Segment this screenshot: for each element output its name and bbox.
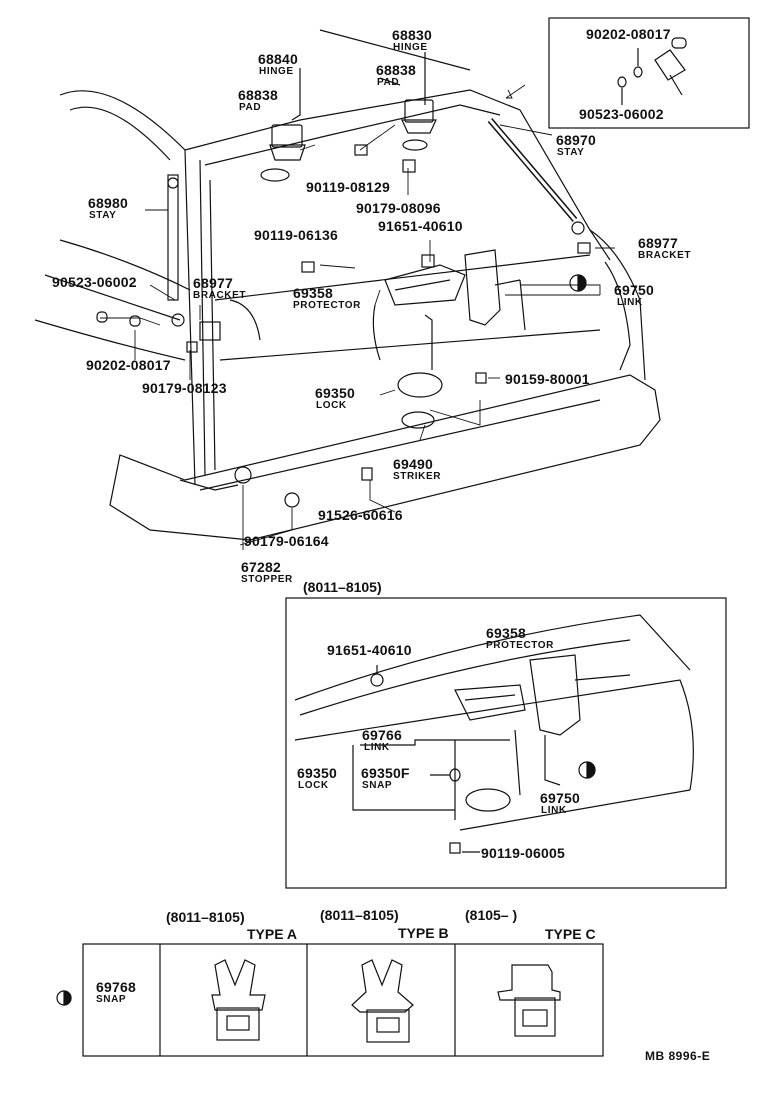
snap-type-b-range: (8011–8105) [320, 907, 399, 923]
snap-type-a-range: (8011–8105) [166, 909, 245, 925]
label-stay-l-name: STAY [89, 210, 117, 221]
label-stopper-number: 67282 [241, 559, 281, 575]
label-hinge-r-number: 68830 [392, 27, 432, 43]
label-hinge-l-name: HINGE [259, 66, 294, 77]
label-bracket-r-number: 68977 [638, 235, 678, 251]
label-detail-link-b-number: 69750 [540, 790, 580, 806]
label-bracket-r-name: BRACKET [638, 250, 692, 261]
label-bracket-l-name: BRACKET [193, 290, 247, 301]
label-detail-link-b-name: LINK [541, 805, 567, 816]
leader-lines-main [100, 84, 615, 550]
label-detail-link-a-number: 69766 [362, 727, 402, 743]
label-link-name: LINK [617, 297, 643, 308]
snap-part-number: 69768 [96, 979, 136, 995]
hinge-parts [260, 52, 437, 182]
label-bolt-a: 90119-08129 [306, 179, 390, 195]
label-pad-r-name: PAD [377, 77, 400, 88]
detail-view [285, 597, 727, 889]
label-protector-number: 69358 [293, 285, 333, 301]
label-hinge-l-number: 68840 [258, 51, 298, 67]
snap-type-a-label: TYPE A [247, 926, 298, 942]
label-pad-l-name: PAD [239, 102, 262, 113]
label-stay-r-number: 68970 [556, 132, 596, 148]
label-stopper-name: STOPPER [241, 574, 293, 585]
fasteners [96, 144, 591, 508]
label-detail-protector-number: 69358 [486, 625, 526, 641]
lock-assembly [384, 249, 587, 429]
snap-table [56, 943, 604, 1057]
label-detail-protector-name: PROTECTOR [486, 640, 554, 651]
snap-type-c-range: (8105– ) [465, 907, 518, 923]
label-protector-name: PROTECTOR [293, 300, 361, 311]
label-nut-a: 90179-08096 [356, 200, 441, 216]
snap-type-c-label: TYPE C [545, 926, 596, 942]
snap-part-name: SNAP [96, 994, 127, 1005]
label-detail-snap-name: SNAP [362, 780, 393, 791]
label-detail-snap-number: 69350F [361, 765, 410, 781]
label-detail-link-a-name: LINK [364, 742, 390, 753]
label-pad-r-number: 68838 [376, 62, 416, 78]
detail-range-label: (8011–8105) [303, 579, 382, 595]
label-detail-nut: 91651-40610 [327, 642, 412, 658]
label-detail-lock-name: LOCK [298, 780, 329, 791]
label-striker-name: STRIKER [393, 471, 442, 482]
label-lock-name: LOCK [316, 400, 347, 411]
label-ring-l: 90523-06002 [52, 274, 137, 290]
stay-struts [167, 118, 585, 327]
label-detail-bolt: 90119-06005 [481, 845, 565, 861]
label-bolt-b: 90119-06136 [254, 227, 338, 243]
label-pad-l-number: 68838 [238, 87, 278, 103]
label-nut-c: 90179-08123 [142, 380, 227, 396]
label-washer-l: 90202-08017 [86, 357, 171, 373]
label-detail-lock-number: 69350 [297, 765, 337, 781]
label-bracket-l-number: 68977 [193, 275, 233, 291]
label-inset-ring: 90523-06002 [579, 106, 664, 122]
label-stay-r-name: STAY [557, 147, 585, 158]
label-nut-d: 90179-06164 [244, 533, 329, 549]
inset-top [548, 17, 750, 129]
label-screw-a: 90159-80001 [505, 371, 590, 387]
label-lock-number: 69350 [315, 385, 355, 401]
label-hinge-r-name: HINGE [393, 42, 428, 53]
label-screw-b: 91526-60616 [318, 507, 403, 523]
label-link-number: 69750 [614, 282, 654, 298]
snap-type-b-label: TYPE B [398, 925, 449, 941]
label-striker-number: 69490 [393, 456, 433, 472]
diagram-code: MB 8996-E [645, 1049, 711, 1063]
label-stay-l-number: 68980 [88, 195, 128, 211]
label-nut-b: 91651-40610 [378, 218, 463, 234]
label-inset-washer: 90202-08017 [586, 26, 671, 42]
